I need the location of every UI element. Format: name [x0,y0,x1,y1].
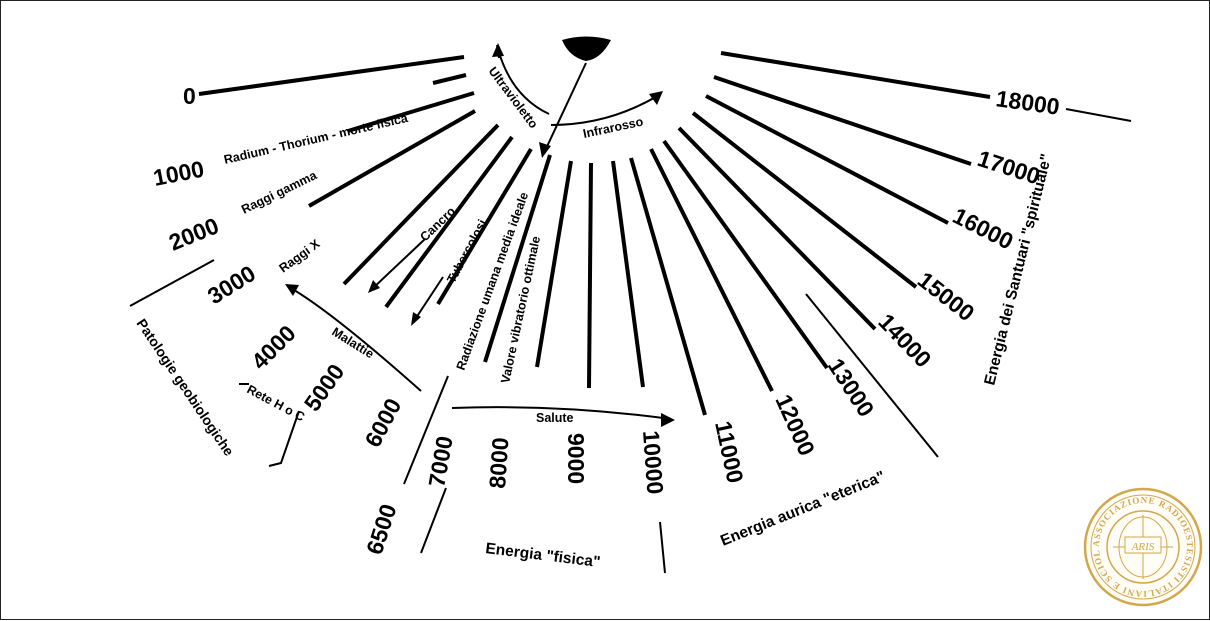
scale-line [649,148,774,392]
scale-line [587,162,593,389]
arrows [288,48,672,420]
scale-line [436,147,533,306]
tick-6000: 6000 [359,394,406,451]
scale-line [432,73,467,85]
label-physical-energy: Energia "fisica" [485,540,602,571]
scale-line [662,139,829,370]
label-malattie: Malattie [329,325,376,362]
scale-line [308,109,476,208]
arrowhead [411,312,421,326]
label-salute: Salute [536,411,574,425]
label-xray: Raggi X [277,236,323,275]
scale-line [677,126,877,331]
scale-line [384,135,514,309]
line-18000-tail [1065,108,1132,122]
scale-line [720,51,991,99]
label-gamma: Raggi gamma [239,168,320,217]
scale-line [705,94,949,225]
label-infrared: Infrarosso [582,114,645,140]
arrow-cancer [371,238,426,290]
arrowhead [649,91,663,105]
scale-line [483,154,552,363]
label-grid: Rete H o C [245,382,307,424]
scale-line [535,160,573,368]
tick-9000: 9000 [563,433,589,484]
scale-line [691,111,918,289]
arrow-malattie [288,286,422,392]
scale-line [347,91,475,133]
tick-10000: 10000 [638,430,668,496]
scale-line [198,55,465,96]
tick-16000: 16000 [949,202,1018,254]
label-tuberculosis: Tubercolosi [444,217,489,285]
tick-11000: 11000 [710,419,748,486]
label-geopathology: Patologie geobiologiche [134,316,238,459]
arrow-infrared [550,94,660,126]
tick-0: 0 [183,83,196,109]
aris-seal-logo: ASSOCIAZIONE RADIOESTESISTI ITALIANI E S… [1083,487,1203,607]
scale-line [713,75,972,166]
line-etheric [805,293,939,458]
arrowheads [285,43,675,427]
arrowhead [285,284,299,296]
tick-13000: 13000 [823,354,880,422]
tick-18000: 18000 [994,85,1061,120]
arrow-pendulum [543,62,587,154]
arrow-ultraviolet [497,48,550,115]
line-fisica-left [420,487,447,554]
line-6500 [403,375,449,485]
tick-5000: 5000 [299,359,350,416]
tick-14000: 14000 [873,308,936,372]
arrow-salute [451,406,672,420]
scale-line [629,157,707,416]
thin-lines [129,44,1132,574]
line-fisica-right [659,521,666,574]
label-radium: Radium - Thorium - morte fisica [223,111,411,167]
label-ultraviolet: Ultravioletto [486,64,541,131]
tick-6500: 6500 [361,501,402,558]
scale-lines [198,51,991,416]
seal-monogram: ARIS [1131,541,1155,553]
tick-3000: 3000 [203,260,260,309]
tick-8000: 8000 [484,436,514,489]
tick-4000: 4000 [246,320,301,375]
scale-line [611,160,645,388]
line-geopatho-top [129,259,215,307]
pendulum-pivot [562,36,611,61]
tick-15000: 15000 [913,266,979,326]
label-spiritual-energy: Energia dei Santuari "spirituale" [981,152,1055,387]
scale-line [342,123,500,286]
bracket-right [268,410,300,467]
arrowhead [539,142,551,158]
arrowhead [661,413,675,427]
tick-12000: 12000 [770,390,820,459]
tick-1000: 1000 [151,156,206,191]
arrowhead [492,43,504,57]
tick-7000: 7000 [423,434,457,489]
tick-2000: 2000 [165,212,222,255]
arrow-tuberculosis [413,276,444,322]
arrowhead [368,280,380,293]
